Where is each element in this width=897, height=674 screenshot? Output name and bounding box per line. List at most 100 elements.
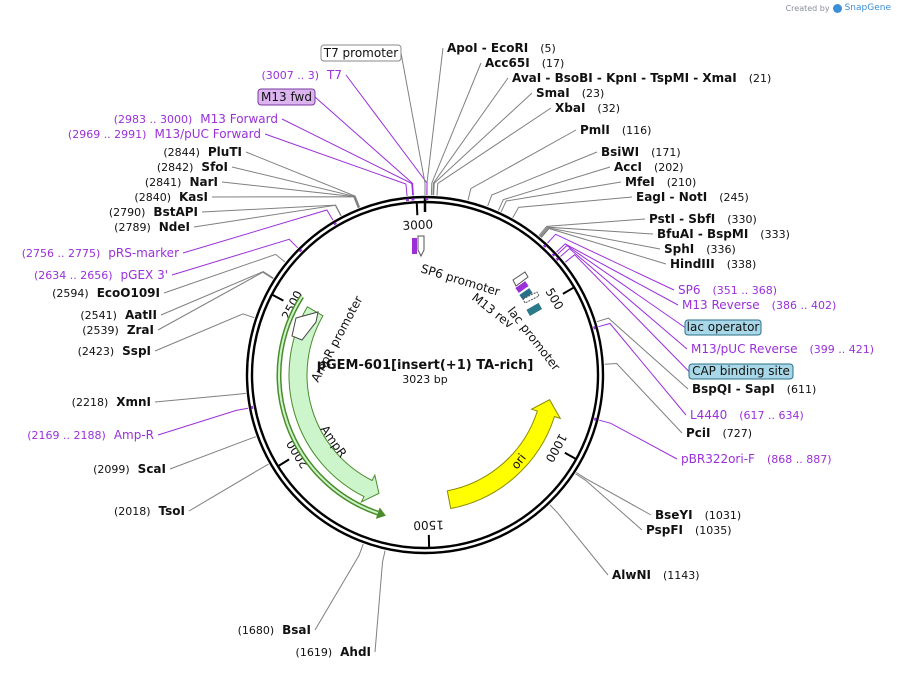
leader-line bbox=[157, 407, 249, 436]
tick-mark bbox=[277, 458, 290, 468]
enzyme-name: SfoI bbox=[201, 160, 228, 174]
primer-t7: (3007 .. 3) T7 bbox=[261, 68, 342, 82]
enzyme-text: PspFI bbox=[646, 523, 683, 537]
ori-feature bbox=[446, 399, 562, 510]
leader-line bbox=[345, 74, 428, 196]
enzyme-pmli: PmlI(116) bbox=[580, 123, 651, 137]
primer-range: (351 .. 368) bbox=[713, 284, 778, 297]
cap-site-mark bbox=[522, 291, 540, 304]
enzyme-position: (202) bbox=[654, 161, 684, 174]
enzyme-text: EagI bbox=[636, 190, 665, 204]
tick-mark bbox=[415, 202, 419, 216]
leader-line bbox=[231, 166, 360, 208]
primer-range: (3007 .. 3) bbox=[261, 69, 319, 82]
leader-line bbox=[497, 166, 611, 211]
enzyme-name: SspI bbox=[122, 344, 151, 358]
enzyme-apoi: ApoI - EcoRI(5) bbox=[447, 41, 556, 55]
enzyme-name: AhdI bbox=[340, 645, 371, 659]
enzyme-mfei: MfeI(210) bbox=[625, 175, 696, 189]
enzyme-position: (2841) bbox=[145, 176, 182, 189]
enzyme-position: (333) bbox=[760, 228, 790, 241]
primer-name: L4440 bbox=[690, 408, 727, 422]
enzyme-aatii: (2541)AatII bbox=[80, 308, 157, 322]
leader-line bbox=[163, 253, 286, 294]
primer-m13-puc-reverse: M13/pUC Reverse(399 .. 421) bbox=[691, 342, 874, 356]
sp6-promoter-label: SP6 promoter bbox=[419, 261, 502, 298]
m13-fwd-label: M13 fwd bbox=[261, 90, 312, 104]
plasmid-length: 3023 bp bbox=[402, 373, 447, 386]
primer-tick bbox=[593, 326, 596, 330]
enzyme-text: PciI bbox=[686, 426, 711, 440]
credit-brand: SnapGene bbox=[844, 3, 891, 13]
enzyme-name: NarI bbox=[189, 175, 218, 189]
enzyme-text: - EcoRI bbox=[478, 41, 529, 55]
leader-line bbox=[433, 92, 533, 196]
primer-name: SP6 bbox=[678, 283, 701, 297]
primer-name: pGEX 3' bbox=[121, 268, 168, 282]
leader-line bbox=[487, 151, 598, 207]
enzyme-text: AccI bbox=[614, 160, 642, 174]
enzyme-position: (23) bbox=[582, 87, 605, 100]
leader-line bbox=[549, 504, 609, 576]
primer-tick bbox=[542, 244, 547, 248]
primer-pbr322ori-f: pBR322ori-F(868 .. 887) bbox=[681, 452, 832, 466]
leader-line bbox=[556, 243, 679, 306]
enzyme-position: (21) bbox=[749, 72, 772, 85]
enzyme-name: XmnI bbox=[116, 395, 151, 409]
leader-line bbox=[188, 463, 269, 512]
enzyme-avai: AvaI - BsoBI - KpnI - TspMI - XmaI(21) bbox=[512, 71, 771, 85]
lac-promoter-arrow-icon bbox=[512, 271, 529, 287]
enzyme-text: SphI bbox=[664, 242, 694, 256]
leader-line bbox=[400, 52, 426, 195]
enzyme-name: KasI bbox=[179, 190, 208, 204]
primer-name: T7 bbox=[326, 68, 342, 82]
enzyme-ecoo109i: (2594)EcoO109I bbox=[52, 286, 160, 300]
leader-line bbox=[500, 181, 622, 213]
enzyme-text: PstI bbox=[649, 212, 675, 226]
enzyme-position: (2218) bbox=[72, 396, 109, 409]
enzyme-name: TsoI bbox=[159, 504, 185, 518]
leader-line bbox=[539, 226, 654, 237]
leader-line bbox=[598, 322, 687, 416]
primer-range: (2969 .. 2991) bbox=[68, 128, 147, 141]
leader-line bbox=[596, 317, 689, 390]
enzyme-position: (2099) bbox=[93, 463, 130, 476]
site-labels: ApoI - EcoRI(5)Acc65I(17)AvaI - BsoBI - … bbox=[22, 41, 874, 659]
enzyme-position: (210) bbox=[667, 176, 697, 189]
primer-range: (2983 .. 3000) bbox=[114, 113, 193, 126]
enzyme-hindiii: HindIII(338) bbox=[670, 257, 756, 271]
leader-line bbox=[281, 118, 414, 196]
tick-mark bbox=[562, 286, 575, 295]
enzyme-ndei: (2789)NdeI bbox=[114, 220, 190, 234]
enzyme-text: Acc65I bbox=[485, 56, 530, 70]
leader-line bbox=[436, 107, 552, 196]
primer-ticks bbox=[250, 197, 597, 421]
leader-line bbox=[538, 218, 646, 237]
primer-tick bbox=[551, 252, 556, 257]
leader-line bbox=[512, 196, 633, 219]
enzyme-zrai: (2539)ZraI bbox=[82, 323, 154, 337]
enzyme-pcii: PciI(727) bbox=[686, 426, 752, 440]
primer-sp6: SP6 (351 .. 368) bbox=[678, 283, 777, 297]
leader-line bbox=[604, 362, 683, 434]
enzyme-text: - BsoBI - KpnI - TspMI - XmaI bbox=[541, 71, 736, 85]
primer-range: (868 .. 887) bbox=[767, 453, 832, 466]
enzyme-bseyi: BseYI(1031) bbox=[655, 508, 741, 522]
enzyme-sfoi: (2842)SfoI bbox=[157, 160, 228, 174]
enzyme-position: (2541) bbox=[80, 309, 117, 322]
enzyme-kasi: (2840)KasI bbox=[134, 190, 208, 204]
enzyme-acci: AccI (202) bbox=[614, 160, 684, 174]
enzyme-position: (116) bbox=[622, 124, 652, 137]
enzyme-eagi: EagI - NotI(245) bbox=[636, 190, 749, 204]
leader-line bbox=[154, 313, 255, 352]
leader-line bbox=[599, 419, 678, 460]
primer-name: Amp-R bbox=[114, 428, 154, 442]
enzyme-position: (611) bbox=[787, 383, 817, 396]
primer-range: (617 .. 634) bbox=[739, 409, 804, 422]
primer-l4440: L4440 (617 .. 634) bbox=[690, 408, 804, 422]
enzyme-position: (1619) bbox=[296, 646, 333, 659]
ampr-outer-arrowhead bbox=[375, 507, 386, 519]
tick-mark bbox=[271, 293, 284, 302]
enzyme-ahdi: (1619) AhdI bbox=[296, 645, 371, 659]
